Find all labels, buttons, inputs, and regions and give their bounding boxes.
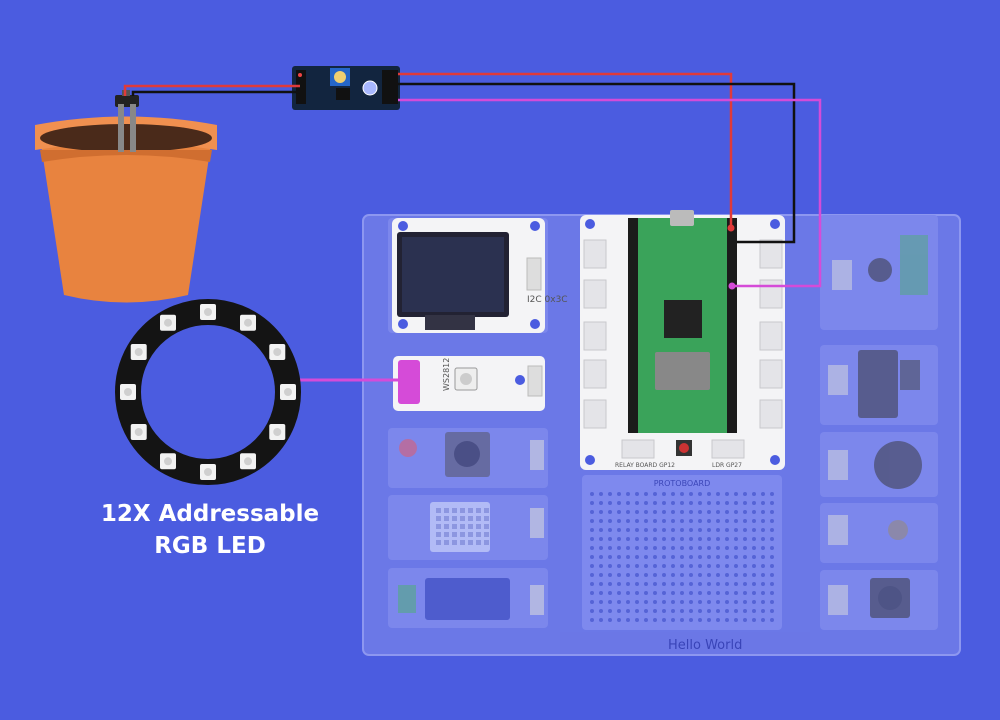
oled-module: I2C 0x3C — [392, 218, 568, 333]
led-ring-caption: 12X Addressable RGB LED — [60, 498, 360, 562]
vcc-wire — [398, 72, 733, 228]
soil-sensor-module — [292, 66, 400, 110]
wireless-module — [828, 350, 920, 418]
probe-wire-black — [131, 90, 300, 96]
led-module — [399, 432, 544, 477]
caption-line-1: 12X Addressable — [100, 501, 320, 527]
relay-module — [398, 578, 544, 620]
protoboard — [582, 475, 782, 630]
motor-driver-module — [832, 235, 928, 295]
signal-wire — [398, 98, 822, 288]
ldr-label: LDR GP27 — [712, 462, 742, 469]
footer-label: Hello World — [668, 638, 742, 653]
ws2812-label: WS2812 — [442, 358, 451, 391]
oled-address-label: I2C 0x3C — [527, 295, 568, 305]
ws2812-module: WS2812 — [393, 356, 545, 411]
gnd-wire — [398, 82, 796, 244]
relay-board-label: RELAY BOARD GP12 — [615, 462, 675, 469]
rgb-led-ring — [115, 299, 301, 485]
potentiometer-module — [828, 578, 910, 618]
pico-carrier: RELAY BOARD GP12 LDR GP27 — [580, 210, 785, 470]
wires — [123, 72, 822, 382]
ldr-module — [828, 515, 908, 545]
caption-line-2: RGB LED — [154, 533, 266, 559]
flower-pot — [35, 116, 217, 303]
probe-wire-red — [123, 84, 300, 96]
buzzer-module — [828, 441, 922, 489]
dht11-module — [430, 502, 544, 552]
protoboard-label: PROTOBOARD — [654, 479, 711, 488]
